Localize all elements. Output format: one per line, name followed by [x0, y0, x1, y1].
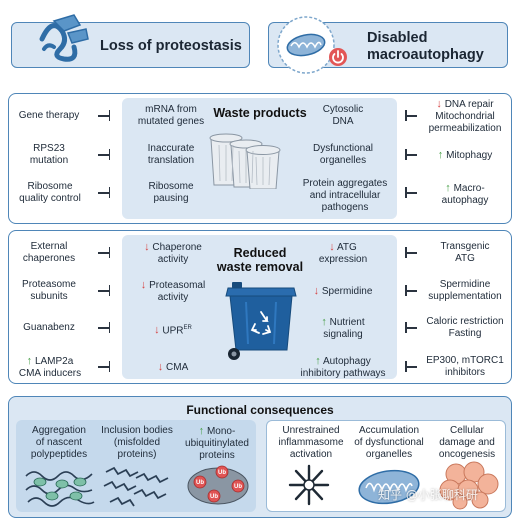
rr-center-atg: ↓ ATG expression — [318, 241, 368, 265]
ub-label: Ub — [210, 494, 218, 500]
inhibit-arrow — [98, 361, 110, 372]
disabled-macroautophagy-title-2: macroautophagy — [367, 47, 484, 63]
rr-left-lamp2a: ↑ LAMP2a CMA inducers — [18, 355, 82, 379]
ub-label: Ub — [196, 480, 204, 486]
disabled-macroautophagy-box: Disabled macroautophagy — [268, 16, 508, 74]
wp-right-macroautophagy: ↑ Macro- autophagy — [441, 182, 489, 206]
down-arrow-icon: ↓ — [154, 324, 160, 337]
ubiquitin-cluster-icon: Ub Ub Ub Ub — [187, 465, 249, 505]
mitochondrion-icon — [358, 469, 420, 505]
inhibit-arrow — [405, 187, 417, 198]
up-arrow-icon: ↑ — [321, 316, 327, 328]
down-arrow-icon: ↓ — [157, 361, 164, 373]
inhibit-arrow — [405, 247, 417, 258]
functional-title: Functional consequences — [186, 403, 334, 417]
ub-label: Ub — [218, 470, 226, 476]
disabled-macroautophagy-title-1: Disabled — [367, 30, 428, 46]
waste-products-title: Waste products — [213, 106, 307, 120]
inhibit-arrow — [98, 322, 110, 333]
inhibit-arrow — [98, 187, 110, 198]
rr-center-chaperone: ↓ Chaperone activity — [144, 241, 202, 265]
rr-center-autophagy-inhib: ↑ Autophagy inhibitory pathways — [300, 355, 386, 379]
inhibit-arrow — [98, 285, 110, 296]
inhibit-arrow — [98, 110, 110, 121]
down-arrow-icon: ↓ — [436, 98, 442, 110]
ub-label: Ub — [234, 484, 242, 490]
wp-right-mitophagy: ↑ Mitophagy — [437, 149, 493, 161]
cell-cluster-icon — [439, 461, 499, 510]
loss-of-proteostasis-box: Loss of proteostasis — [11, 14, 250, 68]
loss-of-proteostasis-title: Loss of proteostasis — [100, 38, 242, 54]
down-arrow-icon: ↓ — [144, 241, 150, 253]
up-arrow-icon: ↑ — [315, 355, 321, 367]
aggregation-icon — [25, 471, 95, 507]
inhibit-arrow — [98, 149, 110, 160]
recycle-bin-icon — [225, 282, 297, 360]
up-arrow-icon: ↑ — [445, 182, 451, 194]
inhibit-arrow — [405, 110, 417, 121]
rr-center-spermidine: ↓ Spermidine — [313, 285, 373, 297]
up-arrow-icon: ↑ — [437, 149, 444, 161]
trash-can-icon — [209, 133, 281, 189]
down-arrow-icon: ↓ — [329, 241, 335, 253]
wp-left-gene-therapy: Gene therapy — [18, 110, 80, 121]
inhibit-arrow — [405, 285, 417, 296]
inclusion-bodies-icon — [103, 466, 169, 507]
inhibit-arrow — [405, 361, 417, 372]
rr-center-proteasomal: ↓ Proteasomal activity — [140, 279, 206, 303]
mitochondrion-icon — [277, 16, 335, 74]
rr-left-guanabenz: Guanabenz — [23, 322, 75, 333]
wp-right-dna-repair: ↓ DNA repair Mitochondrial permeabilizat… — [428, 98, 502, 134]
down-arrow-icon: ↓ — [140, 279, 147, 291]
protein-ribbon-icon — [39, 14, 89, 62]
rr-center-cma: ↓ CMA — [157, 361, 189, 373]
power-icon — [329, 48, 347, 66]
rr-center-nutrient: ↑ Nutrient signaling — [321, 316, 365, 340]
inhibit-arrow — [405, 149, 417, 160]
rr-center-upr: ↓ UPRER — [154, 324, 192, 337]
inflammasome-icon — [288, 464, 330, 506]
inhibit-arrow — [98, 247, 110, 258]
watermark: 知乎 @小张聊科研 — [378, 488, 478, 502]
up-arrow-icon: ↑ — [26, 355, 33, 367]
up-arrow-icon: ↑ — [198, 425, 205, 437]
down-arrow-icon: ↓ — [313, 285, 320, 297]
inhibit-arrow — [405, 322, 417, 333]
